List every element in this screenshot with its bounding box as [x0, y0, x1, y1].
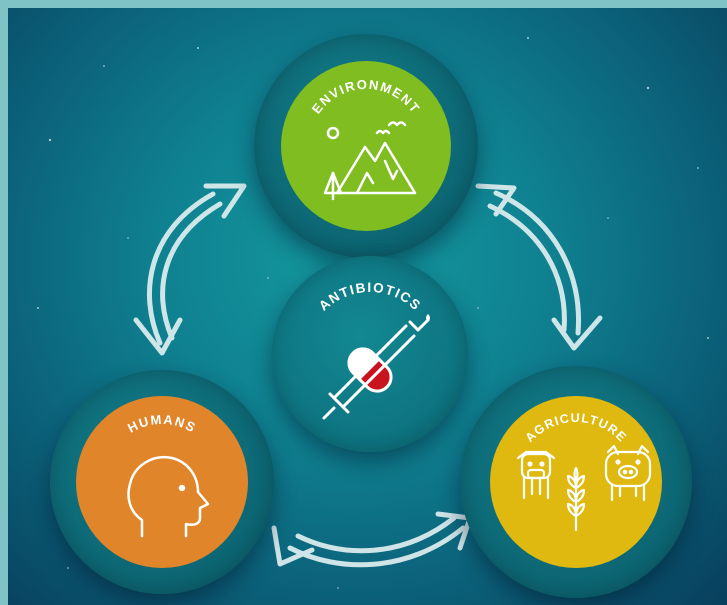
humans-label: HUMANS — [125, 412, 199, 436]
environment-label: ENVIRONMENT — [309, 77, 423, 117]
cycle-arrows — [133, 183, 603, 568]
wheat-icon — [566, 466, 586, 532]
capsule-syringe-icon — [322, 314, 430, 420]
environment-badge: ENVIRONMENT — [309, 77, 423, 201]
pig-icon — [604, 444, 652, 502]
arrow-humans-environment — [133, 183, 247, 356]
antibiotics-badge: ANTIBIOTICS — [316, 280, 430, 420]
starfield — [37, 37, 709, 589]
arrow-environment-agriculture — [475, 183, 603, 351]
agriculture-badge: AGRICULTURE — [516, 411, 652, 532]
arrow-humans-agriculture — [271, 511, 473, 568]
agriculture-label: AGRICULTURE — [523, 411, 630, 445]
livestock-wheat-icon — [516, 444, 652, 532]
environment-disc — [281, 61, 451, 231]
cow-icon — [516, 450, 556, 500]
antibiotics-label: ANTIBIOTICS — [316, 280, 424, 314]
diagram-panel: ENVIRONMENT ANTIBIOTICS — [8, 8, 727, 605]
human-head-icon — [127, 455, 210, 538]
humans-badge: HUMANS — [125, 412, 210, 538]
mountains-icon — [323, 121, 417, 201]
humans-disc — [76, 396, 248, 568]
